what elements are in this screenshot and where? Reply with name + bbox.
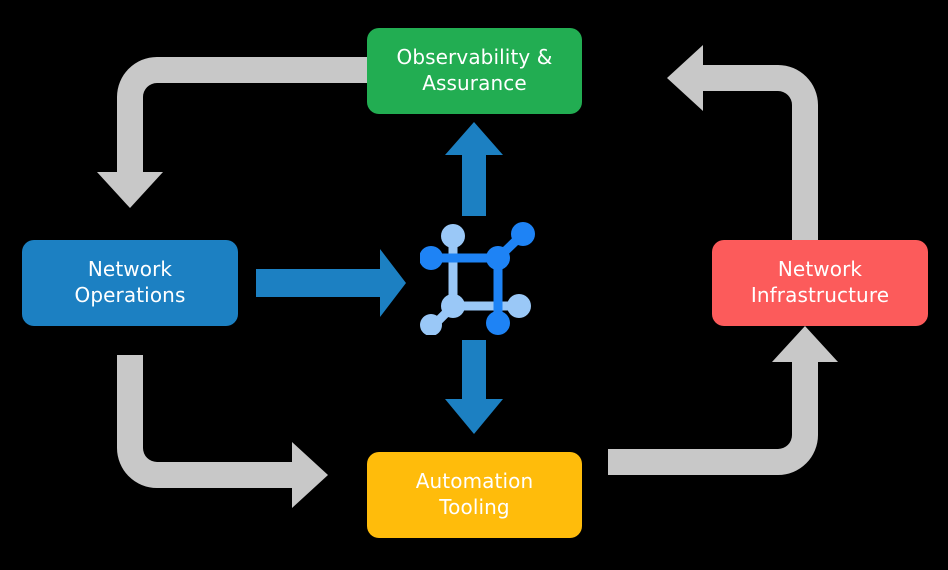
node-infrastructure-label-line-2: Infrastructure bbox=[750, 283, 890, 307]
node-operations-label-line-2: Operations bbox=[74, 283, 186, 307]
network-icon-light-nodes bbox=[420, 224, 531, 335]
node-operations-label-line-1: Network bbox=[87, 257, 173, 282]
arrow-automation-to-infrastructure bbox=[608, 326, 838, 475]
node-automation-label-line-1: Automation bbox=[415, 469, 534, 494]
arrow-operations-to-automation bbox=[117, 355, 328, 508]
arrow-operations-to-center bbox=[256, 249, 406, 317]
node-automation-tooling[interactable]: Automation Tooling bbox=[367, 452, 582, 538]
node-automation-label: Automation Tooling bbox=[416, 469, 533, 520]
node-observability-label-line-2: Assurance bbox=[422, 71, 527, 95]
node-infrastructure-label-line-1: Network bbox=[777, 257, 863, 282]
arrow-observability-to-operations bbox=[97, 57, 367, 208]
arrow-center-to-observability bbox=[445, 122, 503, 216]
node-observability-label-line-1: Observability & bbox=[396, 45, 553, 70]
node-network-operations[interactable]: Network Operations bbox=[22, 240, 238, 326]
arrow-infrastructure-to-observability bbox=[667, 45, 818, 240]
node-observability-label: Observability & Assurance bbox=[397, 45, 553, 96]
network-icon-dark-nodes bbox=[420, 222, 535, 335]
arrow-center-to-automation bbox=[445, 340, 503, 434]
node-network-infrastructure[interactable]: Network Infrastructure bbox=[712, 240, 928, 326]
network-topology-icon bbox=[420, 222, 535, 335]
node-infrastructure-label: Network Infrastructure bbox=[751, 257, 889, 308]
node-automation-label-line-2: Tooling bbox=[439, 495, 510, 519]
node-operations-label: Network Operations bbox=[75, 257, 186, 308]
node-observability-assurance[interactable]: Observability & Assurance bbox=[367, 28, 582, 114]
